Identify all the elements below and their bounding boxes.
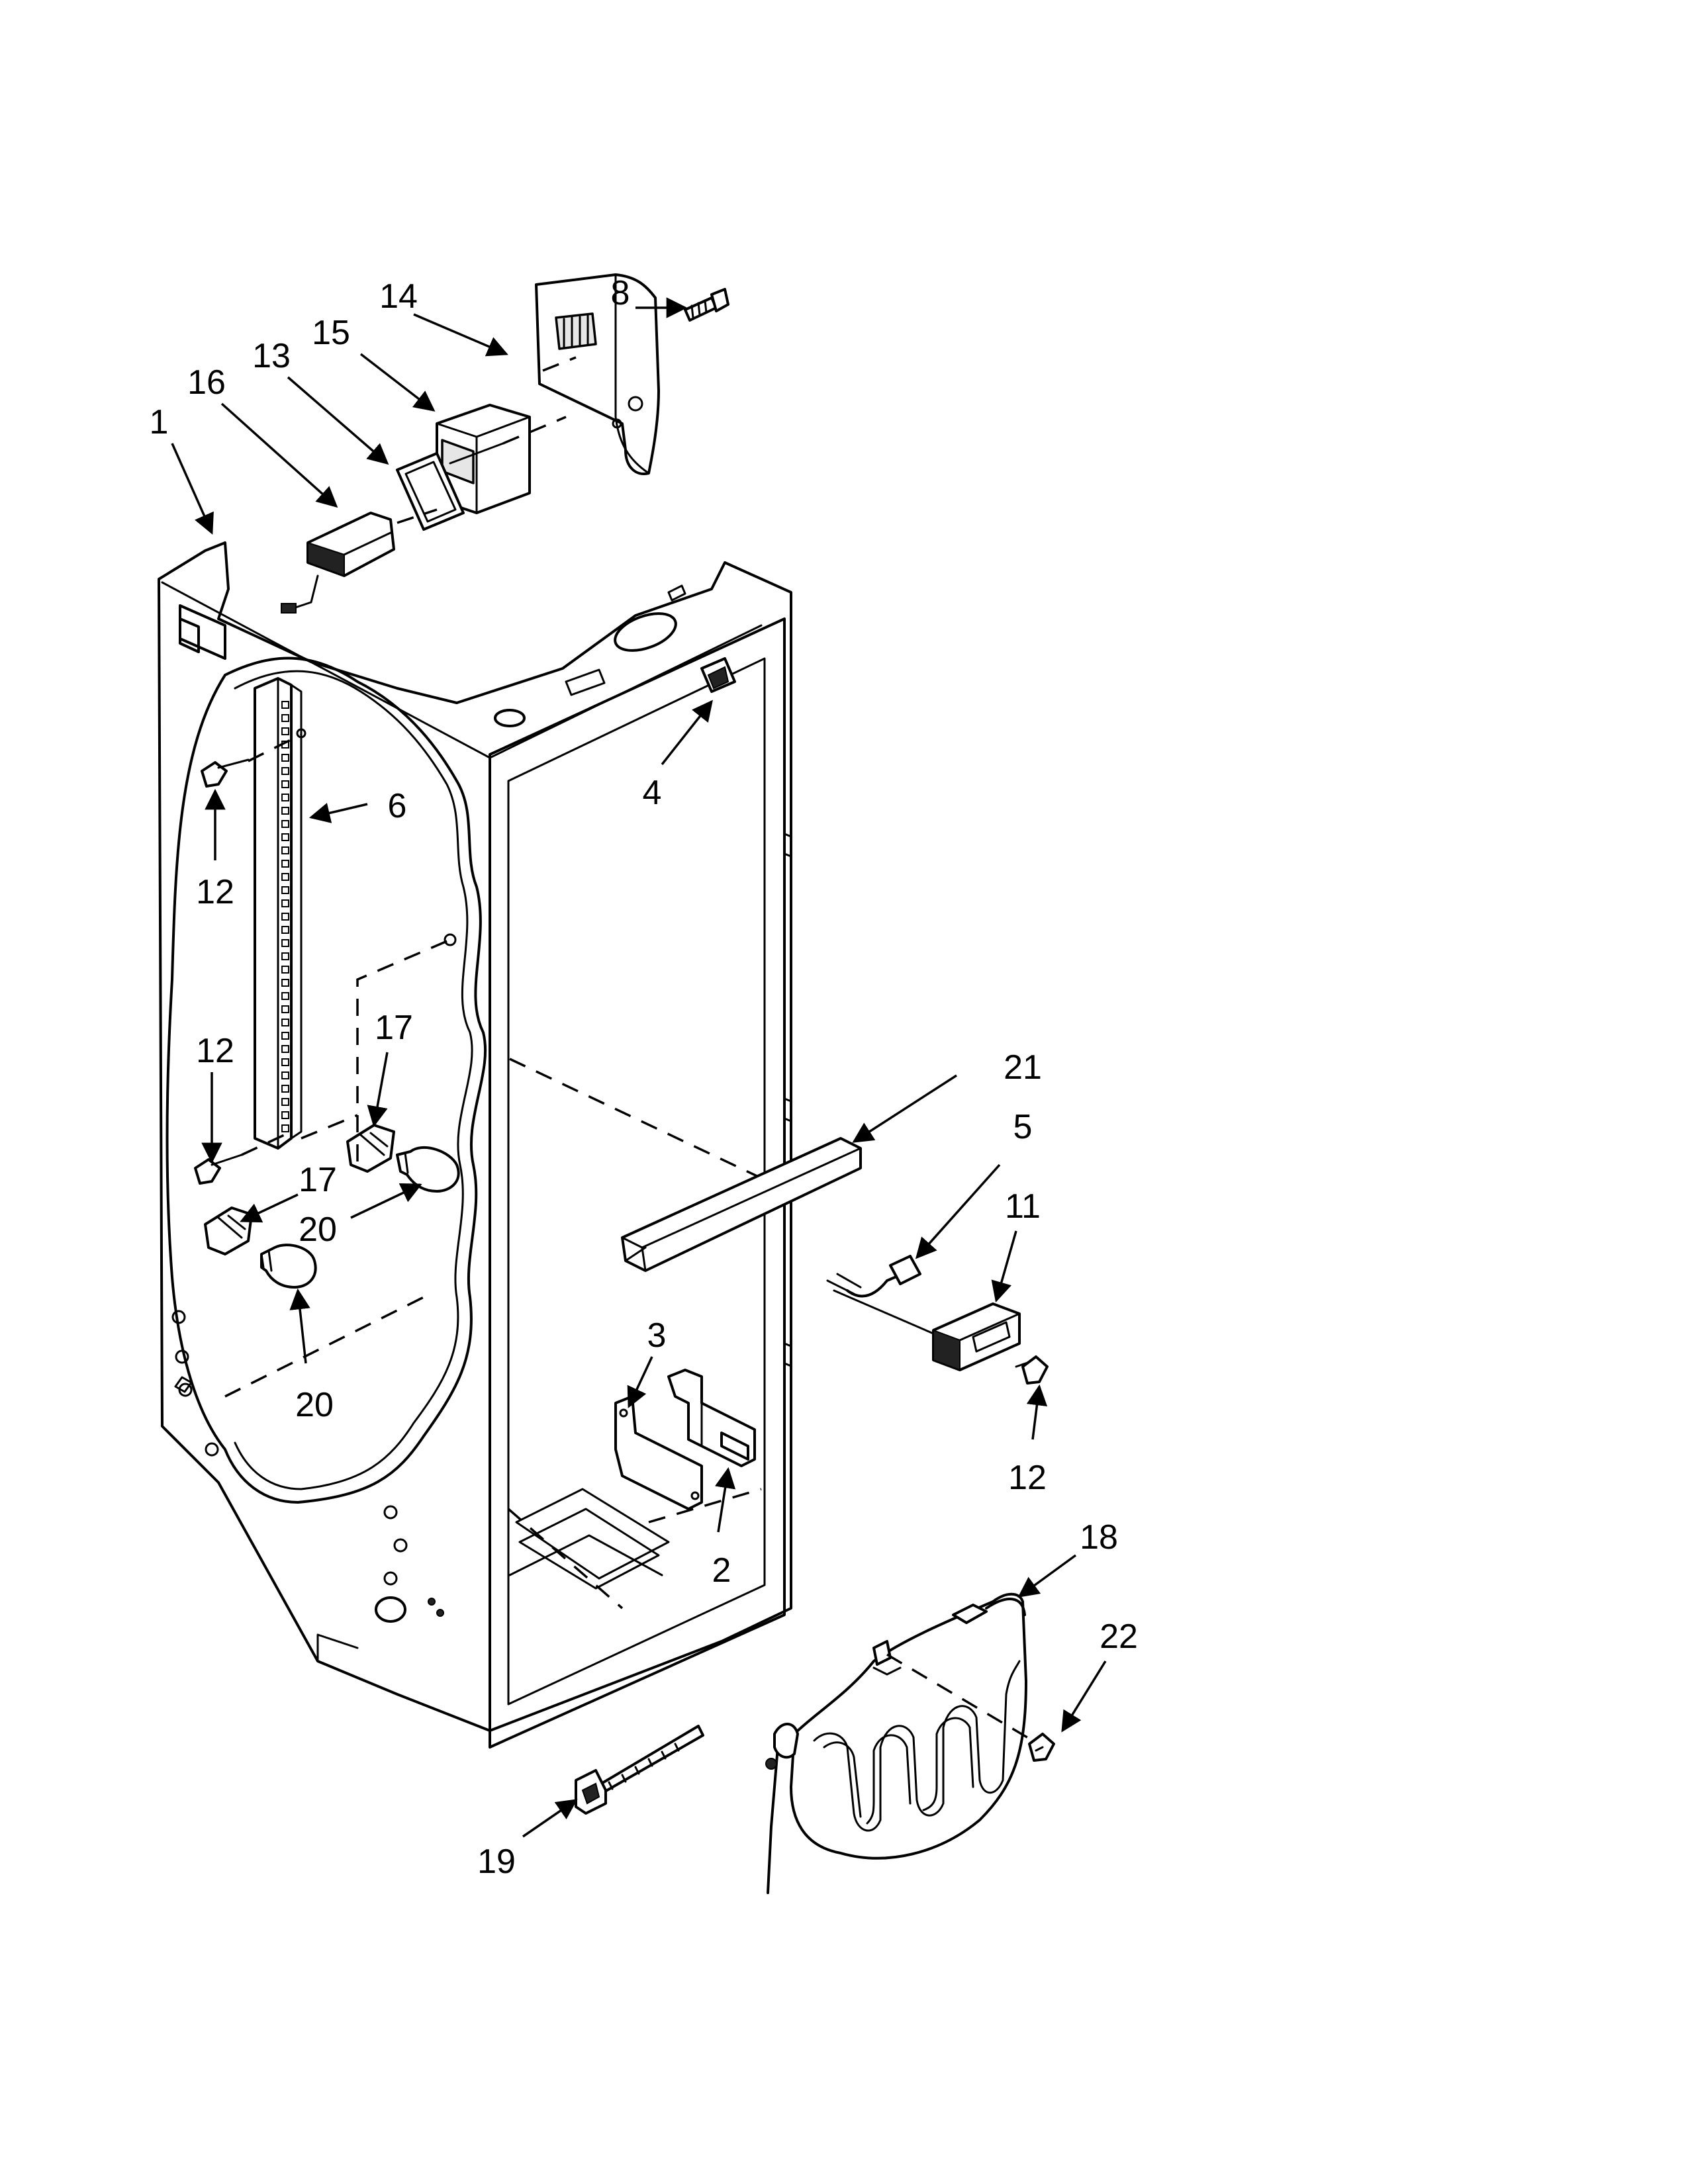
rail-slot — [281, 1019, 289, 1026]
callout-19: 19 — [477, 1843, 516, 1881]
callout-2: 2 — [712, 1551, 731, 1590]
rail-slot — [281, 952, 289, 960]
callout-20-upper: 20 — [299, 1210, 337, 1249]
callout-17-lower: 17 — [299, 1161, 337, 1199]
light-socket-17-upper — [346, 1124, 395, 1173]
rail-slot — [281, 1045, 289, 1053]
rail-slot — [281, 846, 289, 854]
callout-17-upper: 17 — [375, 1009, 413, 1047]
callout-21: 21 — [1004, 1048, 1042, 1087]
cover-strip — [621, 1137, 862, 1272]
rail-slot — [281, 820, 289, 828]
callout-20-lower: 20 — [295, 1386, 334, 1424]
rail-slot — [281, 1124, 289, 1132]
rail-slot — [281, 1005, 289, 1013]
rail-slot — [281, 727, 289, 735]
shelf-rail — [254, 677, 303, 1150]
callout-15: 15 — [312, 314, 350, 352]
rail-slot — [281, 794, 289, 801]
rail-slot — [281, 754, 289, 762]
rail-slot — [281, 873, 289, 881]
rail-slot — [281, 767, 289, 775]
callout-8: 8 — [611, 274, 630, 312]
rail-slot — [281, 1058, 289, 1066]
rail-slot — [281, 780, 289, 788]
screw-12-lower — [194, 1154, 243, 1185]
rail-slot — [281, 966, 289, 974]
callout-12-right: 12 — [1008, 1459, 1047, 1497]
rail-slot — [281, 1071, 289, 1079]
rail-slot — [281, 913, 289, 921]
callout-3: 3 — [647, 1316, 667, 1355]
bracket-3 — [614, 1395, 703, 1510]
rail-slot — [281, 807, 289, 815]
rail-slot — [281, 1098, 289, 1106]
rail-slot — [281, 979, 289, 987]
rail-slot — [281, 1111, 289, 1119]
screw-8 — [684, 288, 729, 322]
rail-slot — [281, 860, 289, 868]
callout-12-upper: 12 — [196, 873, 234, 911]
cable-tie — [575, 1725, 704, 1815]
callout-5: 5 — [1013, 1108, 1033, 1146]
control-housing — [535, 273, 660, 475]
bulb-20-lower — [260, 1244, 317, 1289]
callout-22: 22 — [1100, 1617, 1138, 1656]
rail-slot — [281, 926, 289, 934]
rail-slot — [281, 1085, 289, 1093]
bulb-20-upper — [396, 1146, 460, 1193]
evaporator-heater — [765, 1592, 1033, 1894]
callout-14: 14 — [379, 277, 418, 316]
cabinet-liner — [158, 541, 792, 1749]
callout-labels: 1 16 13 15 14 8 4 6 12 12 17 17 20 20 21… — [150, 274, 1138, 1881]
callout-12-lower: 12 — [196, 1032, 234, 1070]
callout-4: 4 — [643, 774, 662, 812]
rail-slot — [281, 992, 289, 1000]
callout-18: 18 — [1080, 1518, 1118, 1557]
callout-13: 13 — [252, 337, 291, 375]
screw-12-right — [1015, 1355, 1049, 1385]
rail-slot — [281, 1032, 289, 1040]
callout-11: 11 — [1005, 1187, 1041, 1226]
callout-6: 6 — [388, 787, 407, 825]
switch-11 — [932, 1302, 1021, 1371]
light-socket-17-lower — [204, 1206, 253, 1255]
clip-4 — [700, 657, 736, 693]
rail-slot — [281, 886, 289, 894]
rail-slot — [281, 714, 289, 722]
screw-12-upper — [201, 758, 250, 788]
gasket — [396, 452, 465, 531]
light-socket — [281, 512, 395, 614]
wire-harness — [826, 1255, 935, 1335]
rail-slot — [281, 701, 289, 709]
rail-slot — [281, 939, 289, 947]
rail-slot — [281, 899, 289, 907]
screw-22 — [1028, 1733, 1055, 1762]
rail-slot — [281, 833, 289, 841]
bracket-2 — [667, 1369, 756, 1467]
leader-lines — [171, 297, 1107, 1838]
callout-16: 16 — [187, 363, 226, 402]
callout-1: 1 — [150, 403, 169, 441]
